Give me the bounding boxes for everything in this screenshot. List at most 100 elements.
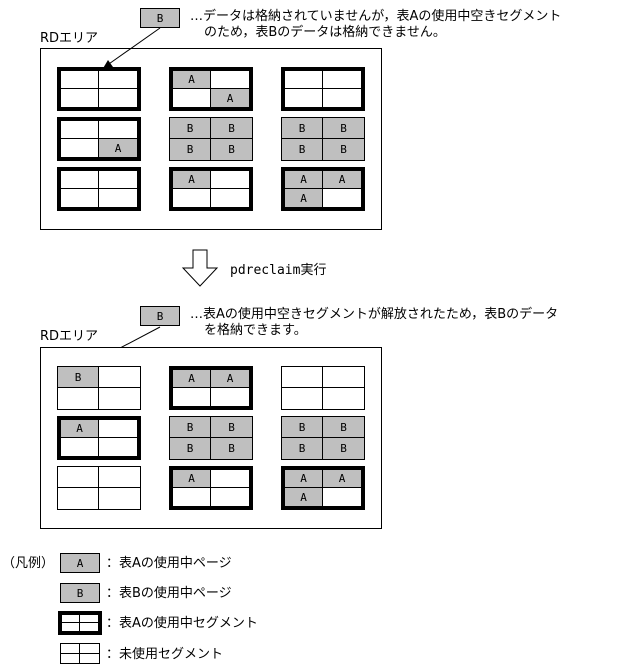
transition-label: pdreclaim実行: [230, 263, 327, 278]
legend-sample-unused-segment: [60, 643, 100, 664]
bottom-segment-5-page-3: B: [170, 438, 211, 459]
top-segment-2-page-1: A: [173, 71, 211, 89]
bottom-segment-5-page-4: B: [211, 438, 252, 459]
bottom-segment-8-page-3: [173, 488, 211, 506]
top-segment-4-page-3: [61, 139, 99, 157]
top-note-line2: のため，表Bのデータは格納できません。: [204, 25, 446, 40]
legend-title: （凡例）: [2, 556, 55, 571]
legend-text-unused-segment: ：未使用セグメント: [106, 647, 224, 662]
legend-text-a: ：表Aの使用中ページ: [106, 556, 232, 571]
bottom-segment-5-page-2: B: [211, 417, 252, 438]
top-note-line1: …データは格納されていませんが，表Aの使用中空きセグメント: [190, 9, 562, 24]
top-pointer-line: [105, 27, 161, 67]
top-pointer-arrowhead: [102, 60, 113, 70]
bottom-segment-6-page-3: B: [282, 438, 323, 459]
top-segment-8-page-3: [173, 189, 211, 207]
top-segment-3-page-1: [285, 71, 323, 89]
bottom-segment-6-page-4: B: [323, 438, 364, 459]
top-segment-7-page-1: [61, 171, 99, 189]
legend-text-b: ：表Bの使用中ページ: [106, 586, 232, 601]
top-segment-1: [57, 67, 141, 111]
bottom-segment-1-page-4: [99, 388, 140, 409]
bottom-segment-9-page-1: A: [285, 470, 323, 488]
bottom-segment-4-page-3: [61, 438, 99, 456]
legend-sample-a: A: [60, 553, 100, 573]
top-segment-8-page-1: A: [173, 171, 211, 189]
top-area-label: RDエリア: [40, 31, 99, 46]
bottom-segment-2-page-1: A: [173, 370, 211, 388]
bottom-segment-1-page-3: [58, 388, 99, 409]
top-segment-5-page-3: B: [170, 139, 211, 160]
bottom-segment-9-page-3: A: [285, 488, 323, 506]
top-segment-1-page-3: [61, 89, 99, 107]
top-segment-1-page-2: [99, 71, 137, 89]
top-segment-7: [57, 167, 141, 211]
bottom-segment-2-page-4: [211, 388, 249, 406]
top-segment-2-page-3: [173, 89, 211, 107]
legend-sample-used-segment: [58, 611, 102, 635]
legend-text-used-segment: ：表Aの使用中セグメント: [106, 616, 258, 631]
bottom-segment-7-page-2: [99, 467, 140, 488]
bottom-segment-9-page-4: [323, 488, 361, 506]
top-segment-6-page-1: B: [282, 118, 323, 139]
bottom-segment-3-page-4: [323, 388, 364, 409]
top-segment-3-page-2: [323, 71, 361, 89]
top-segment-5-page-4: B: [211, 139, 252, 160]
bottom-segment-7-page-3: [58, 488, 99, 509]
top-segment-3-page-3: [285, 89, 323, 107]
bottom-segment-4-page-4: [99, 438, 137, 456]
top-segment-6-page-4: B: [323, 139, 364, 160]
top-segment-1-page-1: [61, 71, 99, 89]
top-segment-4-page-2: [99, 121, 137, 139]
bottom-segment-3-page-2: [323, 367, 364, 388]
bottom-segment-2-page-3: [173, 388, 211, 406]
bottom-segment-9-page-2: A: [323, 470, 361, 488]
bottom-area-label: RDエリア: [40, 329, 99, 344]
top-segment-3: [281, 67, 365, 111]
top-segment-2-page-2: [211, 71, 249, 89]
top-segment-9-page-2: A: [323, 171, 361, 189]
bottom-note-line1: …表Aの使用中空きセグメントが解放されたため，表Bのデータ: [190, 307, 559, 322]
bottom-segment-4-page-1: A: [61, 420, 99, 438]
top-segment-6-page-2: B: [323, 118, 364, 139]
top-segment-7-page-2: [99, 171, 137, 189]
bottom-note-line2: を格納できます。: [204, 323, 307, 338]
bottom-segment-7-page-1: [58, 467, 99, 488]
top-segment-7-page-3: [61, 189, 99, 207]
bottom-page-b-box: B: [140, 306, 180, 326]
top-segment-8: A: [169, 167, 253, 211]
bottom-segment-1-page-2: [99, 367, 140, 388]
legend-sample-b: B: [60, 583, 100, 603]
bottom-segment-4-page-2: [99, 420, 137, 438]
top-segment-9-page-3: A: [285, 189, 323, 207]
top-segment-6-page-3: B: [282, 139, 323, 160]
bottom-segment-1-page-1: B: [58, 367, 99, 388]
bottom-segment-3-page-1: [282, 367, 323, 388]
bottom-segment-2-page-2: A: [211, 370, 249, 388]
bottom-segment-3-page-3: [282, 388, 323, 409]
top-segment-4: A: [57, 117, 141, 161]
bottom-segment-1: B: [57, 366, 141, 410]
bottom-segment-8-page-4: [211, 488, 249, 506]
top-page-b-box: B: [140, 8, 180, 28]
bottom-segment-6-page-1: B: [282, 417, 323, 438]
bottom-segment-8-page-2: [211, 470, 249, 488]
bottom-segment-8: A: [169, 466, 253, 510]
bottom-segment-6-page-2: B: [323, 417, 364, 438]
top-segment-5-page-1: B: [170, 118, 211, 139]
top-segment-4-page-4: A: [99, 139, 137, 157]
bottom-segment-3: [281, 366, 365, 410]
top-segment-8-page-2: [211, 171, 249, 189]
bottom-segment-7: [57, 466, 141, 510]
bottom-segment-8-page-1: A: [173, 470, 211, 488]
bottom-segment-7-page-4: [99, 488, 140, 509]
